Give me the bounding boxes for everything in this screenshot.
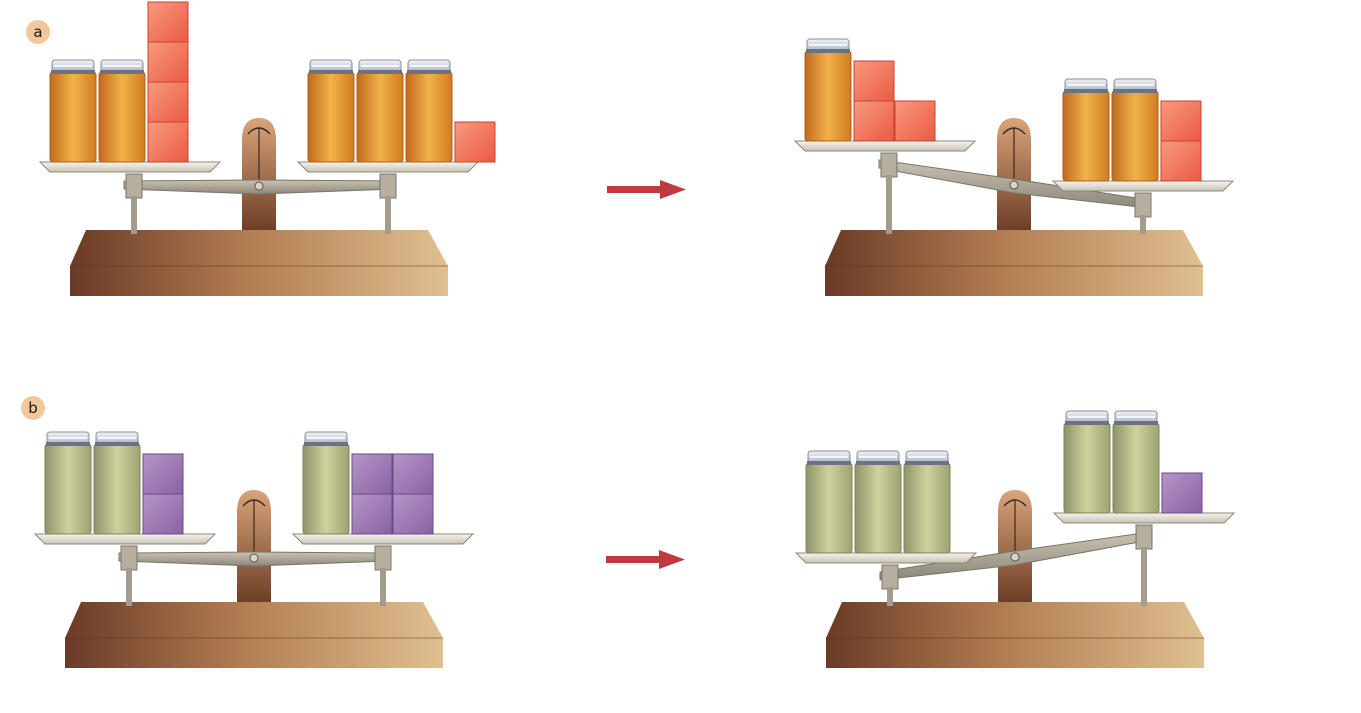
orange-jar	[405, 59, 453, 163]
red-block	[1160, 140, 1202, 182]
green-jar	[805, 450, 853, 554]
green-jar	[903, 450, 951, 554]
left-pan	[33, 533, 217, 545]
right-pan	[1051, 180, 1235, 192]
green-jar	[854, 450, 902, 554]
left-post	[880, 152, 898, 234]
green-jar	[1063, 410, 1111, 514]
purple-block	[392, 453, 434, 495]
scale-pillar	[242, 118, 276, 230]
orange-jar	[49, 59, 97, 163]
orange-jar	[1111, 78, 1159, 182]
orange-jar	[307, 59, 355, 163]
orange-jar	[1062, 78, 1110, 182]
scale-pillar	[998, 490, 1032, 602]
panel-b-arrow-icon	[606, 550, 685, 569]
green-jar	[1112, 410, 1160, 514]
left-post	[881, 564, 899, 606]
scale-base	[826, 602, 1204, 668]
panel-a-arrow-icon	[607, 180, 686, 199]
purple-block	[351, 493, 393, 535]
red-block	[1160, 100, 1202, 142]
left-post	[120, 545, 138, 606]
red-block	[853, 60, 895, 102]
panel-a-label: a	[33, 23, 42, 41]
right-post	[1135, 524, 1153, 606]
pivot-icon	[1010, 552, 1020, 562]
right-pan	[291, 533, 475, 545]
left-pan	[793, 140, 977, 152]
red-block	[147, 121, 189, 163]
green-jar	[93, 431, 141, 535]
right-post	[379, 173, 397, 234]
pivot-icon	[1009, 180, 1019, 190]
panel-b-badge: b	[21, 396, 45, 420]
panel-a-badge: a	[26, 20, 50, 44]
purple-block	[392, 493, 434, 535]
scale-pillar	[997, 118, 1031, 230]
purple-block	[142, 453, 184, 495]
panel-b-label: b	[28, 399, 38, 417]
red-block	[853, 100, 895, 142]
left-post	[125, 173, 143, 234]
right-pan	[1052, 512, 1236, 524]
left-pan	[38, 161, 222, 173]
scale-base	[825, 230, 1203, 296]
red-block	[147, 81, 189, 123]
orange-jar	[98, 59, 146, 163]
scale-base	[70, 230, 448, 296]
right-post	[374, 545, 392, 606]
pivot-icon	[254, 181, 264, 191]
purple-block	[1161, 472, 1203, 514]
purple-block	[351, 453, 393, 495]
red-block	[894, 100, 936, 142]
green-jar	[44, 431, 92, 535]
orange-jar	[356, 59, 404, 163]
scale-pillar	[237, 490, 271, 602]
green-jar	[302, 431, 350, 535]
red-block	[147, 41, 189, 83]
right-pan	[296, 161, 480, 173]
left-pan	[794, 552, 978, 564]
scale-a-before	[38, 1, 496, 296]
scale-a-after	[793, 38, 1235, 296]
pivot-icon	[249, 553, 259, 563]
red-block	[147, 1, 189, 43]
scale-b-before	[33, 431, 475, 668]
orange-jar	[804, 38, 852, 142]
scale-base	[65, 602, 443, 668]
purple-block	[142, 493, 184, 535]
red-block	[454, 121, 496, 163]
right-post	[1134, 192, 1152, 234]
scale-b-after	[794, 410, 1236, 668]
